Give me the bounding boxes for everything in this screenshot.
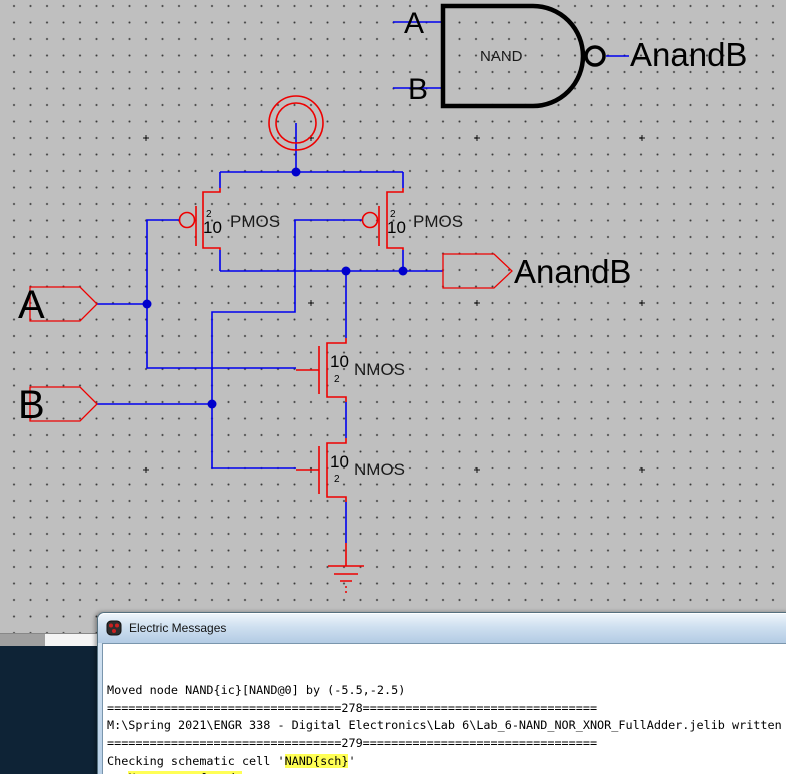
console-line: =================================279====…: [107, 735, 598, 750]
grid-major-crosses: [143, 135, 645, 473]
ground-symbol[interactable]: [328, 543, 364, 593]
wire-junctions: [142, 167, 408, 409]
wire-junction: [142, 299, 152, 309]
pmos-left-transistor[interactable]: [178, 188, 221, 250]
console-line: =================================278====…: [107, 700, 598, 715]
vdd-power-symbol[interactable]: [268, 95, 324, 151]
schematic-canvas[interactable]: 2 10 PMOS 2 10 PMOS 10 2: [0, 0, 786, 633]
output-pin-label: AnandB: [514, 253, 631, 290]
input-pin-b[interactable]: [29, 386, 98, 422]
console-line: Moved node NAND{ic}[NAND@0] by (-5.5,-2.…: [107, 683, 406, 698]
pin-labels: A B AnandB: [18, 253, 631, 427]
nand-input-a-label: A: [404, 7, 424, 40]
pmos-right-labels: 2 10 PMOS: [387, 209, 463, 237]
console-line: Checking schematic cell 'NAND{sch}': [107, 753, 356, 768]
nand-output-bubble: [584, 45, 606, 67]
svg-text:10: 10: [330, 452, 349, 471]
svg-text:NMOS: NMOS: [354, 460, 405, 479]
svg-text:PMOS: PMOS: [230, 212, 280, 231]
svg-text:10: 10: [330, 352, 349, 371]
pmos-left-labels: 2 10 PMOS: [203, 209, 280, 237]
wire-junction: [398, 266, 408, 276]
window-title: Electric Messages: [129, 621, 227, 635]
nand-body-label: NAND: [480, 48, 523, 65]
console-lines: Moved node NAND{ic}[NAND@0] by (-5.5,-2.…: [107, 682, 786, 774]
svg-text:10: 10: [203, 218, 222, 237]
messages-window: Electric Messages Moved node NAND{ic}[NA…: [97, 612, 786, 774]
nand-input-b-label: B: [408, 73, 428, 106]
svg-text:2: 2: [390, 209, 396, 220]
svg-text:NMOS: NMOS: [354, 360, 405, 379]
input-pin-a[interactable]: [29, 286, 98, 322]
console-line: M:\Spring 2021\ENGR 338 - Digital Electr…: [107, 718, 782, 733]
output-pin-anandb[interactable]: [442, 253, 513, 289]
nmos-bottom-labels: 10 2 NMOS: [330, 452, 405, 485]
nmos-top-transistor[interactable]: [296, 338, 347, 402]
svg-text:2: 2: [334, 474, 340, 485]
console-line: No errors found: [107, 770, 786, 774]
wire-junction: [207, 399, 217, 409]
schematic-drawing: 2 10 PMOS 2 10 PMOS 10 2: [18, 3, 747, 593]
pin-a-label: A: [18, 283, 45, 327]
messages-titlebar[interactable]: Electric Messages: [98, 613, 786, 643]
horizontal-scrollbar[interactable]: [0, 633, 97, 647]
pmos-right-transistor[interactable]: [361, 188, 404, 250]
scrollbar-thumb[interactable]: [45, 634, 97, 647]
nmos-bottom-transistor[interactable]: [296, 438, 347, 502]
pin-b-label: B: [18, 383, 45, 427]
console-output[interactable]: Moved node NAND{ic}[NAND@0] by (-5.5,-2.…: [102, 643, 786, 774]
nand-gate-symbol[interactable]: A B NAND AnandB: [404, 3, 747, 109]
pmos-gate-bubble: [178, 211, 196, 229]
svg-text:2: 2: [206, 209, 212, 220]
pmos-gate-bubble: [361, 211, 379, 229]
wire-junction: [291, 167, 301, 177]
nmos-top-labels: 10 2 NMOS: [330, 352, 405, 385]
svg-text:10: 10: [387, 218, 406, 237]
background-window: [0, 646, 97, 774]
wire-network[interactable]: [97, 21, 629, 543]
svg-text:PMOS: PMOS: [413, 212, 463, 231]
electric-logo-icon[interactable]: [106, 620, 122, 636]
wire-junction: [341, 266, 351, 276]
svg-text:2: 2: [334, 374, 340, 385]
nand-output-label: AnandB: [630, 36, 747, 73]
pin-shapes: [29, 253, 513, 422]
nand-body: [440, 3, 586, 109]
